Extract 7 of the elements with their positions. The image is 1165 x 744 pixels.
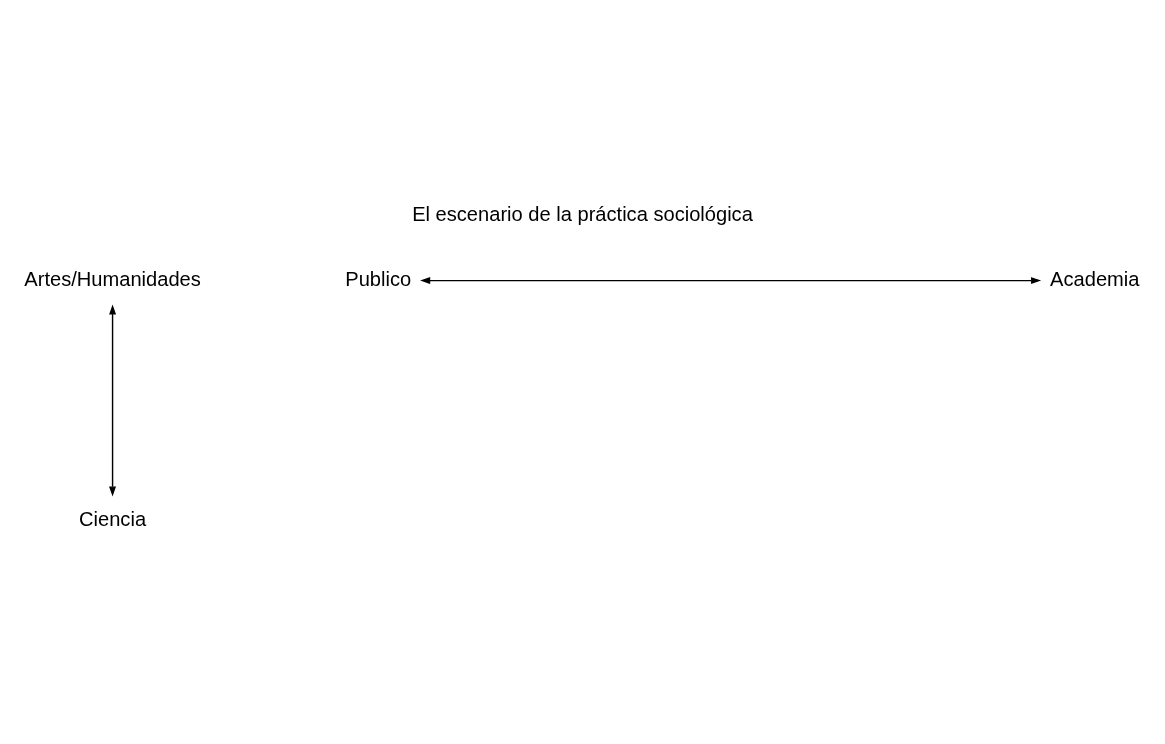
node-text: Academia bbox=[1050, 267, 1140, 290]
arrow bbox=[420, 276, 1042, 284]
node-text: Artes/Humanidades bbox=[24, 267, 201, 290]
diagram-title: El escenario de la práctica sociológica bbox=[412, 202, 753, 225]
arrow bbox=[109, 304, 117, 496]
node-text: Publico bbox=[345, 267, 412, 290]
node-text: Ciencia bbox=[79, 507, 147, 530]
